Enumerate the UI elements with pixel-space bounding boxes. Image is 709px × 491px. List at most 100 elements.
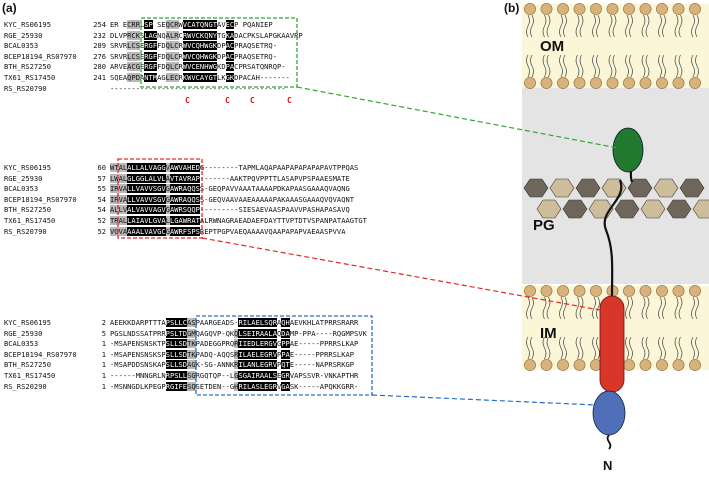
lipid-head	[557, 77, 569, 89]
sequence-start: 289	[93, 41, 106, 51]
lipid-tail	[674, 296, 679, 320]
sequence-residues: TRALLAIAVLGVALLGAWRATALRWNAGRAEADAEFDAYT…	[110, 215, 367, 225]
lipid-tail	[625, 336, 629, 360]
cysteine-marker: C	[225, 96, 230, 105]
lipid-tail	[526, 336, 530, 360]
lipid-tail	[678, 296, 683, 320]
sequence-residues: ARVEACGERGFFDQLCRWVCENHWGKDPACPRSATQNRQP…	[110, 62, 286, 72]
lipid-tail	[645, 14, 650, 38]
lipid-tail	[658, 296, 662, 320]
sequence-residues: ----------------------------------------…	[110, 83, 286, 93]
cysteine-marker: C	[250, 96, 255, 105]
lipid-tail	[575, 336, 580, 360]
sequence-residues: -MSAPENSNSKSPSLLSDTKPADQ-AQQSRILAELEGRVP…	[110, 349, 355, 359]
cysteine-marker: C	[287, 96, 292, 105]
connector-red	[201, 237, 601, 311]
lipid-tail	[662, 14, 666, 38]
sequence-start: 57	[97, 173, 106, 183]
lipid-tail	[596, 336, 600, 360]
lipid-tail	[645, 296, 650, 320]
lipid-tail	[530, 336, 534, 360]
lipid-head	[557, 3, 569, 15]
lipid-tail	[678, 14, 683, 38]
lipid-head	[689, 285, 701, 297]
lipid-tail	[695, 54, 699, 78]
sequence-residues: SRVRLCSERGFFDQLCRWVCQHWGKDPACPRAQSETRQ-	[110, 41, 277, 51]
sequence-name: BTH_RS27250	[4, 205, 51, 215]
cysteine-marker: C	[185, 96, 190, 105]
lipid-head	[672, 77, 685, 89]
lipid-tail	[563, 296, 567, 320]
lipid-head	[656, 3, 668, 15]
lipid-tail	[530, 14, 534, 38]
lipid-head	[606, 77, 619, 89]
lipid-head	[557, 359, 569, 371]
lipid-head	[590, 3, 602, 15]
lipid-tail	[641, 296, 646, 320]
lipid-tail	[645, 54, 650, 78]
cysteine-box	[140, 17, 298, 88]
lipid-tail	[592, 14, 596, 38]
sequence-residues: -MSAPENSNSKTPSLLSDTKPADEGGPRQRIIEDLERGVG…	[110, 339, 359, 349]
lipid-tail	[691, 296, 695, 320]
lipid-head	[590, 77, 602, 89]
lipid-head	[639, 359, 652, 371]
lipid-tail	[575, 54, 580, 78]
lipid-tail	[678, 336, 683, 360]
lipid-tail	[596, 296, 600, 320]
sequence-start: 232	[93, 30, 106, 40]
sequence-residues: IRVALLVAVVSGVGAWRAQQSS-GEQPAVVAAATAAAAPD…	[110, 184, 350, 194]
lipid-head	[689, 359, 701, 371]
sequence-name: BCEP18194_RS07970	[4, 194, 77, 204]
sequence-name: TX61_RS17450	[4, 215, 56, 225]
lipid-head	[540, 359, 553, 371]
transmembrane-box	[117, 158, 203, 239]
lipid-tail	[546, 336, 551, 360]
lipid-tail	[546, 14, 551, 38]
protein-linker	[603, 179, 623, 297]
peptidoglycan-unit	[640, 199, 666, 219]
sequence-residues: ALLVALVAVVAGVGAWRSQQP---------SIESAEVAAS…	[110, 205, 350, 215]
lipid-head	[623, 3, 635, 15]
lipid-tail	[641, 14, 646, 38]
lipid-tail	[625, 14, 629, 38]
lipid-tail	[596, 54, 600, 78]
lipid-tail	[592, 336, 596, 360]
lipid-tail	[592, 296, 596, 320]
sequence-start: 1	[101, 339, 106, 349]
peptidoglycan-unit	[549, 178, 575, 198]
sequence-residues: ER ECRRLSP SEQCRWVCATQNGTAVECP PQANIEP	[110, 20, 273, 29]
lipid-tail	[559, 336, 563, 360]
sequence-name: BCAL0353	[4, 184, 39, 194]
sequence-name: RS_RS20790	[4, 226, 47, 236]
sequence-start: 280	[93, 62, 106, 72]
cytoplasmic-box	[195, 315, 373, 396]
peptidoglycan-unit	[523, 178, 549, 198]
sequence-residues: PGSLNDSSATPRRPSLTDGMQAGQVP-QKQLSEIRAALAQ…	[110, 328, 367, 338]
lipid-head	[524, 77, 536, 89]
lipid-tail	[695, 336, 699, 360]
lipid-tail	[542, 336, 547, 360]
lipid-tail	[658, 54, 662, 78]
sequence-name: TX61_RS17450	[4, 72, 56, 82]
lipid-head	[524, 3, 536, 15]
sequence-start: 54	[97, 194, 106, 204]
lipid-tail	[662, 336, 666, 360]
sequence-start: 1	[101, 349, 106, 359]
lipid-tail	[662, 296, 666, 320]
lipid-tail	[526, 54, 530, 78]
peptidoglycan-unit	[653, 178, 679, 198]
lipid-tail	[559, 54, 563, 78]
lipid-head	[672, 3, 685, 15]
cytoplasmic-domain	[592, 390, 626, 436]
